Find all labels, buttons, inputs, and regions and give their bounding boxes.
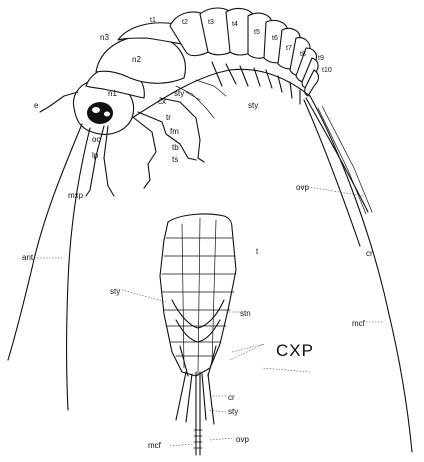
label-t7: t7 (286, 45, 292, 52)
label-e: e (34, 101, 39, 110)
label-tr: tr (166, 113, 171, 122)
label-t4: t4 (232, 21, 238, 28)
label-mcf-bottom: mcf (148, 441, 162, 450)
label-fm: fm (170, 127, 179, 136)
label-t8: t8 (300, 51, 306, 58)
ovipositor-ventral (196, 372, 200, 455)
label-t-abdomen: t (256, 247, 259, 256)
label-sty-abdomen: sty (248, 101, 258, 110)
label-n3: n3 (100, 33, 109, 42)
label-cr-bottom: cr (228, 393, 235, 402)
label-n1: n1 (108, 89, 117, 98)
label-t9: t9 (318, 55, 324, 62)
figure-title: CXP (276, 341, 314, 360)
label-sty-ventral: sty (110, 287, 120, 296)
label-t10: t10 (322, 67, 332, 74)
label-stn: stn (240, 309, 251, 318)
label-sty-bottom: sty (228, 407, 238, 416)
cercus-left (304, 100, 360, 246)
label-ovp-upper: ovp (296, 183, 309, 192)
label-t1: t1 (150, 17, 156, 24)
leg-bases (176, 80, 226, 118)
label-ant: ant (22, 253, 34, 262)
ovipositor-rings (194, 430, 202, 448)
label-cr-right: cr (366, 249, 373, 258)
label-t6: t6 (272, 35, 278, 42)
label-mxp: mxp (68, 191, 84, 200)
cerci-ventral (176, 372, 214, 424)
label-mcf-right: mcf (352, 319, 366, 328)
maxillary-palp-2 (104, 126, 114, 196)
ventral-view-abdomen (160, 214, 236, 455)
head-process (40, 92, 78, 112)
label-oc: oc (92, 135, 100, 144)
label-sty-leg: sty (174, 89, 184, 98)
label-t3: t3 (208, 19, 214, 26)
antenna-right (67, 128, 91, 410)
label-tb: tb (172, 143, 179, 152)
ovipositor (318, 106, 372, 214)
lateral-view-body (73, 8, 318, 134)
label-ovp-bottom: ovp (236, 435, 249, 444)
label-cx: cx (158, 97, 166, 106)
label-t2: t2 (182, 19, 188, 26)
label-lp: lp (92, 151, 99, 160)
leg-1 (134, 118, 156, 188)
terminal-filaments (304, 96, 412, 452)
leg-3 (160, 98, 204, 162)
cercus-right (310, 96, 412, 452)
label-n2: n2 (132, 55, 141, 64)
label-ts: ts (172, 155, 178, 164)
label-t5: t5 (254, 29, 260, 36)
